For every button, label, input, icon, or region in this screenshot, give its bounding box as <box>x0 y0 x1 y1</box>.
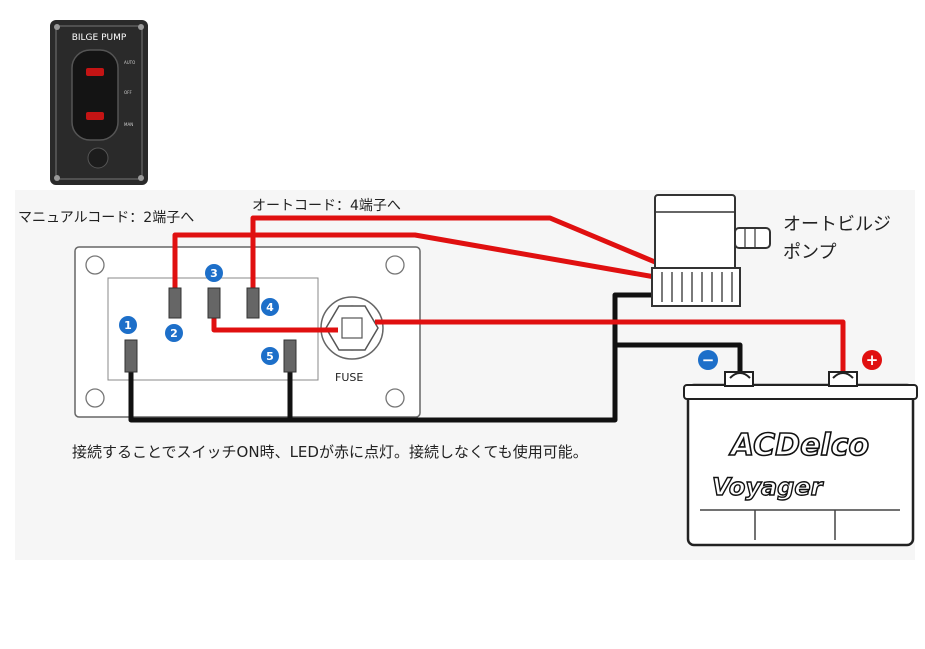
red-wires <box>172 215 846 376</box>
badge-5-number: 5 <box>266 350 274 363</box>
battery: − + ACDelco Voyager <box>683 350 918 547</box>
red-wire-manual-cord <box>172 232 656 290</box>
badge-1 <box>119 316 137 334</box>
badge-3-number: 3 <box>210 267 218 280</box>
pump-body <box>654 194 736 271</box>
screw-icon <box>138 175 144 181</box>
switch-man-label: MAN <box>124 122 133 127</box>
pump-label-line1: オートビルジ <box>783 214 891 235</box>
badge-2-number: 2 <box>170 327 178 340</box>
terminal-3 <box>207 287 221 319</box>
switch-off-label: OFF <box>124 90 132 95</box>
switch-title: BILGE PUMP <box>72 33 127 43</box>
pump-outlet-icon <box>734 227 771 249</box>
fuse-holder-icon <box>87 147 109 169</box>
terminal-4 <box>246 287 260 319</box>
badge-5 <box>261 347 279 365</box>
positive-terminal <box>828 371 858 387</box>
badge-2 <box>165 324 183 342</box>
switch-photo: BILGE PUMP AUTO OFF MAN <box>50 20 148 185</box>
positive-symbol-icon <box>862 350 882 370</box>
led-man-icon <box>86 112 104 120</box>
black-wires <box>128 292 743 423</box>
pump-base <box>651 267 741 307</box>
manual-cord-label: マニュアルコード：2端子へ <box>18 210 194 226</box>
battery-lid <box>683 384 918 400</box>
black-wire-common <box>128 292 655 423</box>
black-wire-battery-negative <box>615 342 743 376</box>
badge-4-number: 4 <box>266 301 274 314</box>
led-auto-icon <box>86 68 104 76</box>
mount-hole-icon <box>385 388 405 408</box>
screw-icon <box>54 175 60 181</box>
note-text: 接続することでスイッチON時、LEDが赤に点灯。接続しなくても使用可能。 <box>72 443 588 461</box>
terminals <box>124 287 297 373</box>
rocker-switch <box>71 49 119 141</box>
switch-auto-label: AUTO <box>124 60 135 65</box>
terminal-badges: 1 2 3 4 5 <box>119 264 279 365</box>
screw-icon <box>54 24 60 30</box>
terminal-5 <box>283 339 297 373</box>
battery-model: Voyager <box>712 473 825 501</box>
negative-symbol-icon <box>698 350 718 370</box>
red-wire-fuse-battery-positive <box>375 319 846 376</box>
red-wire-auto-cord <box>250 215 656 290</box>
pump-label-line2: ポンプ <box>783 242 836 263</box>
mount-hole-icon <box>85 255 105 275</box>
mount-hole-icon <box>85 388 105 408</box>
auto-cord-label: オートコード：4端子へ <box>252 198 401 214</box>
switch-plate-border <box>55 25 143 180</box>
badge-3 <box>205 264 223 282</box>
positive-symbol: + <box>866 351 879 369</box>
badge-1-number: 1 <box>124 319 132 332</box>
negative-clamp-icon <box>729 372 751 379</box>
fuse-holder <box>320 296 384 360</box>
badge-4 <box>261 298 279 316</box>
screw-icon <box>138 24 144 30</box>
battery-brand: ACDelco <box>729 428 869 463</box>
terminal-1 <box>124 339 138 373</box>
battery-body <box>686 383 915 547</box>
mount-hole-icon <box>385 255 405 275</box>
fuse-label: FUSE <box>335 371 363 384</box>
negative-symbol: − <box>702 351 715 369</box>
positive-clamp-icon <box>832 372 854 379</box>
fuse-cap-icon <box>341 317 363 339</box>
bilge-pump <box>651 194 771 307</box>
terminal-2 <box>168 287 182 319</box>
